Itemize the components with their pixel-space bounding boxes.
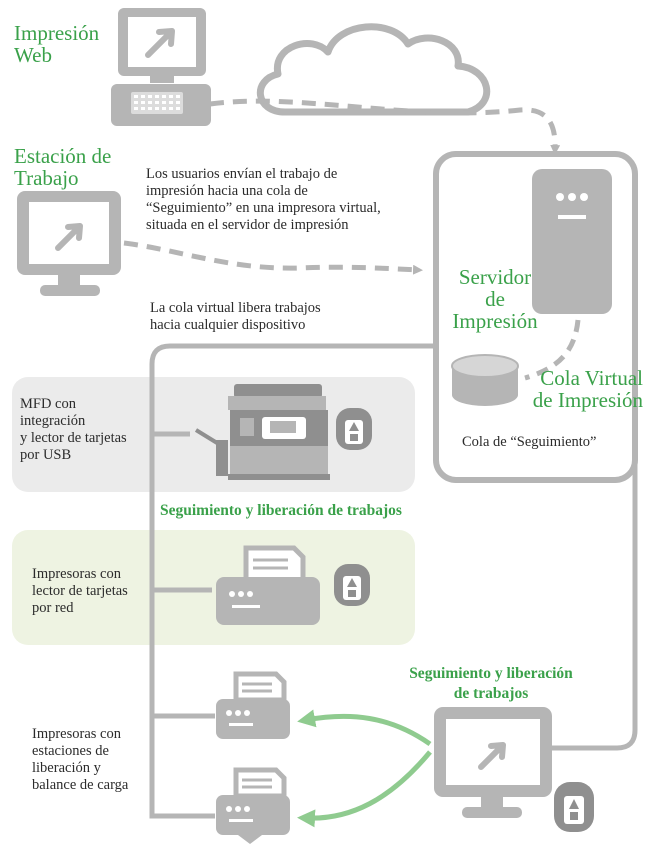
- mfd-line: integración: [20, 413, 86, 429]
- network-printers-line: Impresoras con: [32, 566, 121, 582]
- virtual-queue-line: Cola Virtual: [540, 366, 643, 390]
- release-stations-label: Impresoras con estaciones de liberación …: [32, 726, 172, 794]
- follow-queue-label: Cola de “Seguimiento”: [462, 434, 597, 450]
- mfd-line: por USB: [20, 447, 72, 463]
- follow-release-station-label: Seguimiento y liberación de trabajos: [376, 664, 606, 704]
- users-send-line: “Seguimiento” en una impresora virtual,: [146, 200, 381, 216]
- printer-icon: [216, 671, 290, 739]
- printer-icon: [216, 545, 320, 625]
- web-print-line: Impresión: [14, 21, 100, 45]
- mfd-icon: [194, 384, 330, 480]
- users-send-text: Los usuarios envían el trabajo de impres…: [146, 166, 446, 234]
- server-tower-icon: [532, 169, 612, 314]
- virtual-queue-release-text: La cola virtual libera trabajos hacia cu…: [150, 300, 440, 334]
- release-stations-line: liberación y: [32, 760, 101, 776]
- web-print-label: Impresión Web: [14, 22, 99, 66]
- network-printers-line: por red: [32, 600, 74, 616]
- network-printers-label: Impresoras con lector de tarjetas por re…: [32, 566, 192, 617]
- users-send-line: situada en el servidor de impresión: [146, 217, 349, 233]
- workstation-line: Trabajo: [14, 166, 79, 190]
- workstation-label: Estación de Trabajo: [14, 145, 111, 189]
- mfd-line: MFD con: [20, 396, 76, 412]
- release-stations-line: estaciones de: [32, 743, 109, 759]
- users-send-line: Los usuarios envían el trabajo de: [146, 166, 338, 182]
- workstation-line: Estación de: [14, 144, 112, 168]
- mfd-label: MFD con integración y lector de tarjetas…: [20, 396, 180, 464]
- keyboard-icon: [111, 84, 211, 126]
- printer-icon: [216, 767, 290, 844]
- virtual-queue-release-line: La cola virtual libera trabajos: [150, 300, 321, 316]
- cloud-icon: [257, 23, 491, 116]
- follow-release-heading: Seguimiento y liberación de trabajos: [160, 502, 402, 519]
- print-server-line: Servidor: [458, 265, 532, 289]
- web-computer-icon: [118, 8, 206, 83]
- web-print-line: Web: [14, 43, 52, 67]
- release-arrow-top: [297, 709, 432, 747]
- release-loop-line: [149, 343, 436, 819]
- mfd-line: y lector de tarjetas: [20, 430, 127, 446]
- server-to-station-line: [552, 300, 638, 751]
- follow-release-station-line: de trabajos: [453, 685, 529, 702]
- follow-release-station-line: Seguimiento y liberación: [409, 665, 573, 682]
- release-arrow-bottom: [297, 750, 432, 828]
- workstation-monitor-icon: [17, 191, 121, 296]
- workstation-to-server-arrow: [123, 240, 423, 275]
- users-send-line: impresión hacia una cola de: [146, 183, 308, 199]
- release-stations-line: balance de carga: [32, 777, 129, 793]
- card-reader-icon: [336, 408, 372, 450]
- web-to-server-arrow: [209, 98, 561, 155]
- server-to-db-dashes: [524, 319, 581, 381]
- virtual-queue-label: Cola Virtual de Impresión: [505, 367, 643, 411]
- print-server-line: de: [485, 287, 505, 311]
- print-server-line: Impresión: [452, 309, 538, 333]
- virtual-queue-line: de Impresión: [532, 388, 643, 412]
- card-reader-icon: [554, 782, 594, 832]
- card-reader-icon: [334, 564, 370, 606]
- virtual-queue-release-line: hacia cualquier dispositivo: [150, 317, 306, 333]
- release-stations-line: Impresoras con: [32, 726, 121, 742]
- database-icon: [451, 354, 519, 406]
- print-server-label: Servidor de Impresión: [440, 266, 550, 332]
- network-printers-line: lector de tarjetas: [32, 583, 128, 599]
- release-station-monitor-icon: [434, 707, 552, 818]
